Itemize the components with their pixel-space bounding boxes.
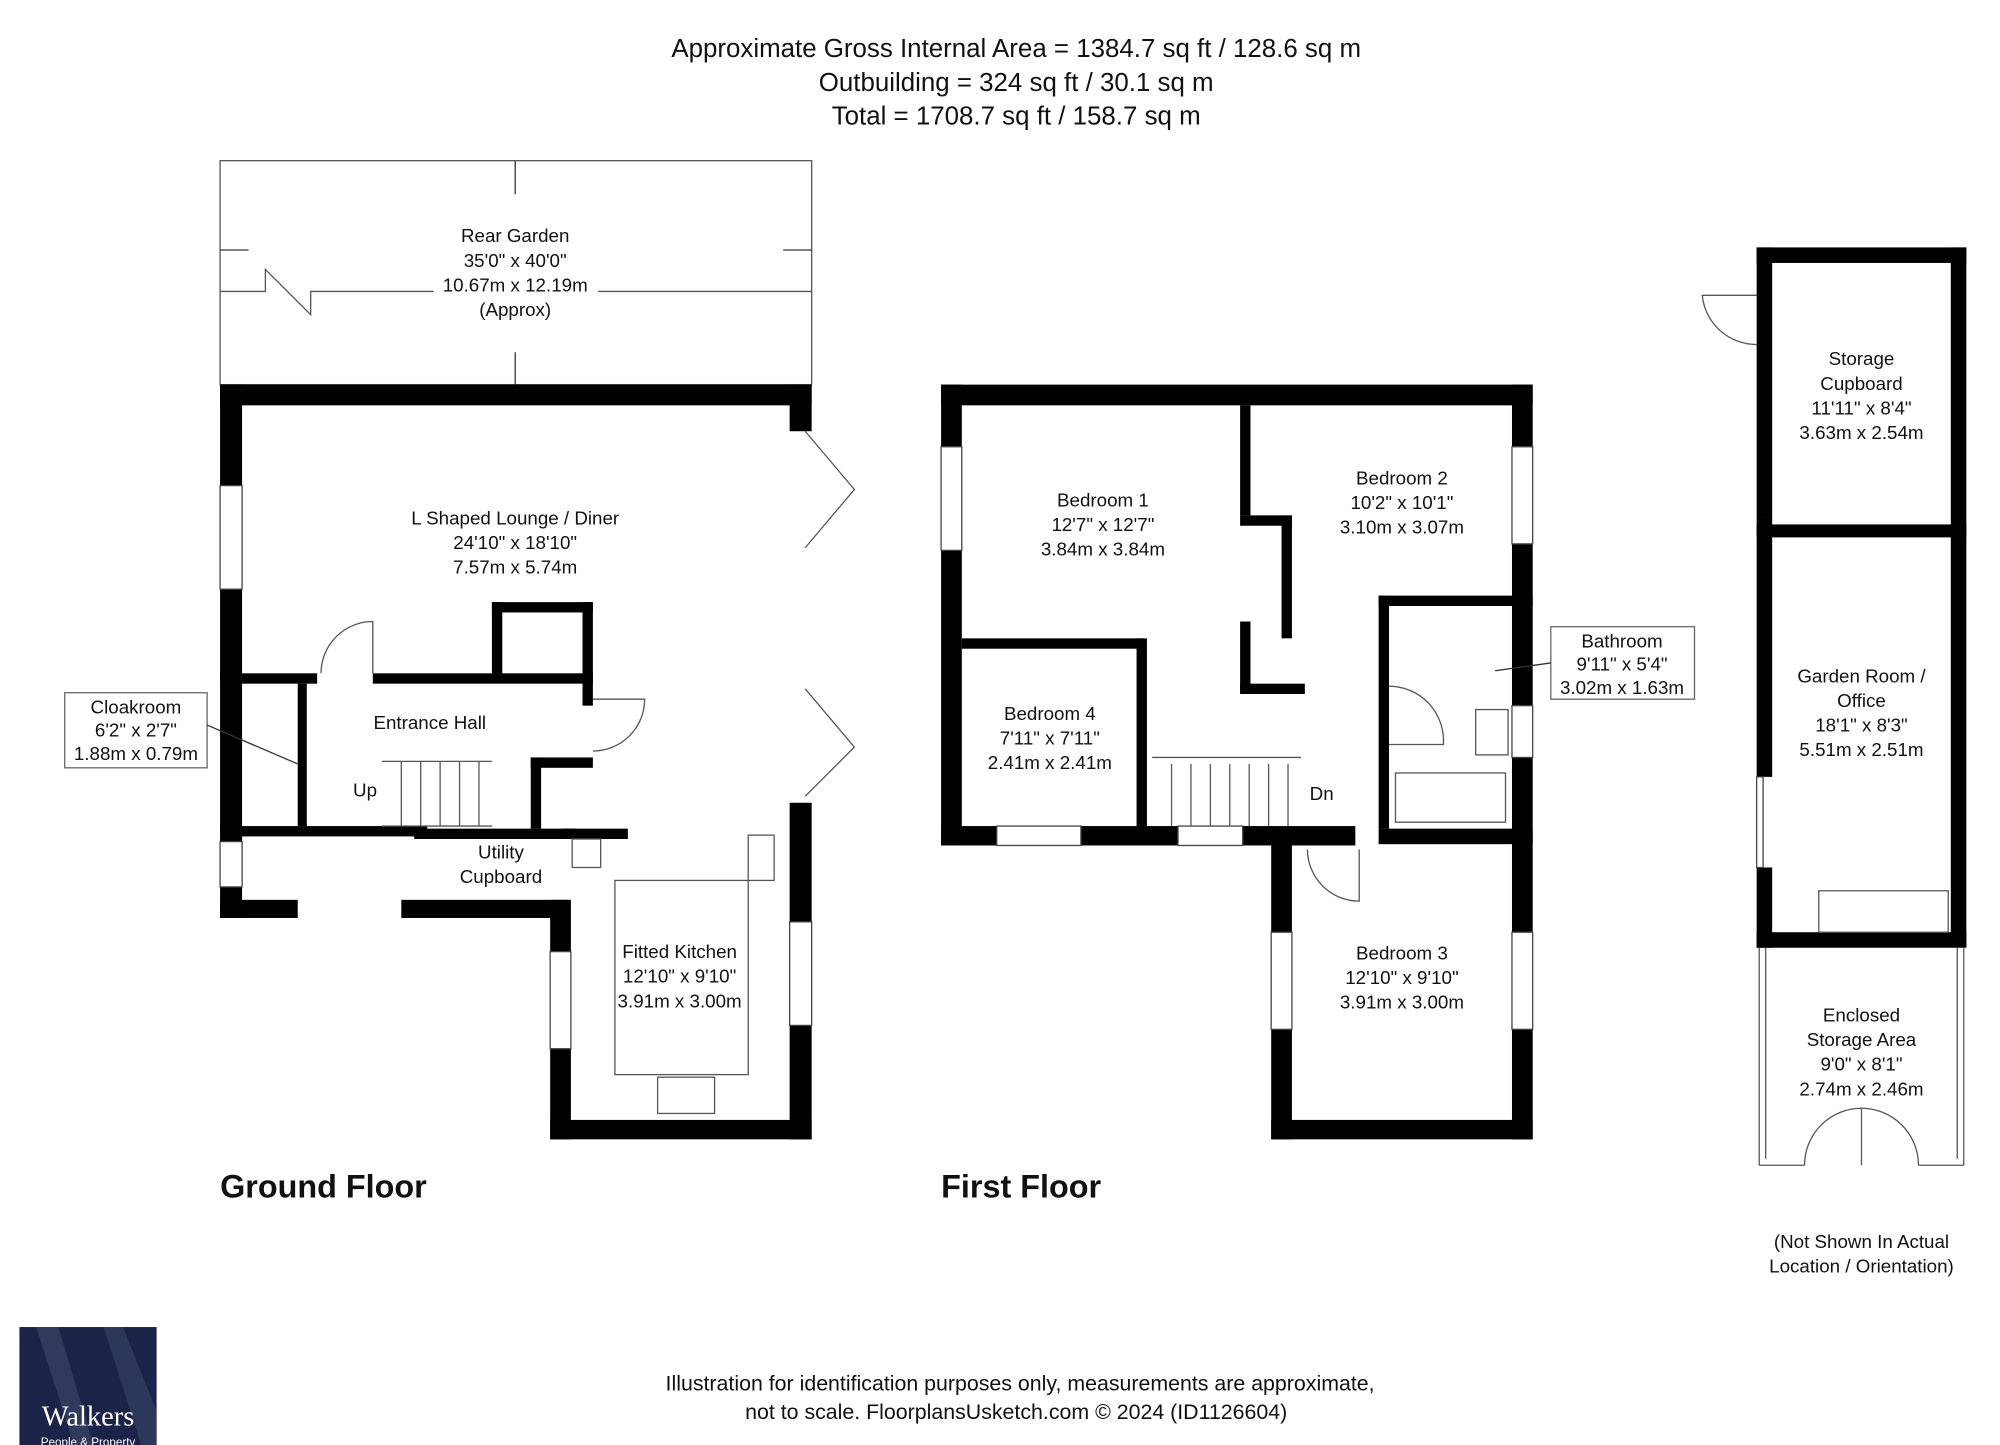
logo-name: Walkers xyxy=(42,1401,135,1432)
entrance-hall-label: Entrance Hall xyxy=(373,712,486,733)
enclosed-storage-label-2: Storage Area xyxy=(1807,1029,1917,1050)
rear-garden-outline xyxy=(219,160,813,386)
disclaimer-line-2: not to scale. FloorplansUsketch.com © 20… xyxy=(745,1400,1287,1424)
garden-room-label: Garden Room / xyxy=(1797,665,1926,686)
storage-cupboard-label: Storage xyxy=(1829,348,1895,369)
walkers-logo: Walkers People & Property xyxy=(19,1327,157,1445)
kitchen-metric: 3.91m x 3.00m xyxy=(618,990,742,1011)
bedroom3-imperial: 12'10" x 9'10" xyxy=(1345,967,1458,988)
stairs-up-label: Up xyxy=(353,779,377,800)
kitchen-label: Fitted Kitchen xyxy=(622,941,737,962)
cloakroom-label: Cloakroom xyxy=(91,696,182,717)
rear-garden-note: (Approx) xyxy=(479,299,551,320)
total-area-text: Total = 1708.7 sq ft / 158.7 sq m xyxy=(832,102,1201,130)
stairs-down-label: Dn xyxy=(1310,783,1334,804)
outbuilding-area-text: Outbuilding = 324 sq ft / 30.1 sq m xyxy=(819,69,1214,97)
bathroom-metric: 3.02m x 1.63m xyxy=(1560,677,1684,698)
cloakroom-callout: Cloakroom 6'2" x 2'7" 1.88m x 0.79m xyxy=(64,692,298,769)
rear-garden-label: Rear Garden xyxy=(461,225,569,246)
storage-cupboard-metric: 3.63m x 2.54m xyxy=(1799,422,1923,443)
bathroom-callout: Bathroom 9'11" x 5'4" 3.02m x 1.63m xyxy=(1495,626,1696,700)
cloakroom-imperial: 6'2" x 2'7" xyxy=(95,720,177,741)
outbuilding-note: (Not Shown In Actual xyxy=(1774,1231,1949,1252)
first-floor-title: First Floor xyxy=(941,1169,1101,1205)
garden-room-metric: 5.51m x 2.51m xyxy=(1799,739,1923,760)
cloakroom-metric: 1.88m x 0.79m xyxy=(74,743,198,764)
bedroom2-imperial: 10'2" x 10'1" xyxy=(1350,492,1453,513)
outbuilding-note-2: Location / Orientation) xyxy=(1769,1256,1954,1277)
bedroom4-metric: 2.41m x 2.41m xyxy=(988,752,1112,773)
storage-cupboard-imperial: 11'11" x 8'4" xyxy=(1811,397,1911,418)
lounge-metric: 7.57m x 5.74m xyxy=(453,557,577,578)
ground-floor-plan: Rear Garden 35'0" x 40'0" 10.67m x 12.19… xyxy=(64,160,856,1205)
lounge-imperial: 24'10" x 18'10" xyxy=(453,532,577,553)
rear-garden-imperial: 35'0" x 40'0" xyxy=(464,250,567,271)
outbuilding-plan: Storage Cupboard 11'11" x 8'4" 3.63m x 2… xyxy=(1701,247,1967,1277)
bedroom2-metric: 3.10m x 3.07m xyxy=(1340,517,1464,538)
bedroom4-label: Bedroom 4 xyxy=(1004,703,1096,724)
bedroom3-metric: 3.91m x 3.00m xyxy=(1340,992,1464,1013)
garden-room-imperial: 18'1" x 8'3" xyxy=(1815,715,1907,736)
enclosed-storage-imperial: 9'0" x 8'1" xyxy=(1820,1054,1902,1075)
ground-floor-title: Ground Floor xyxy=(220,1169,427,1205)
enclosed-storage-label: Enclosed xyxy=(1823,1005,1900,1026)
bedroom1-imperial: 12'7" x 12'7" xyxy=(1051,514,1154,535)
kitchen-imperial: 12'10" x 9'10" xyxy=(623,966,736,987)
bedroom1-metric: 3.84m x 3.84m xyxy=(1041,539,1165,560)
enclosed-storage-metric: 2.74m x 2.46m xyxy=(1799,1078,1923,1099)
bathroom-imperial: 9'11" x 5'4" xyxy=(1576,654,1667,675)
bedroom3-label: Bedroom 3 xyxy=(1356,942,1448,963)
garden-room-label-2: Office xyxy=(1837,690,1886,711)
rear-garden-metric: 10.67m x 12.19m xyxy=(443,274,588,295)
lounge-label: L Shaped Lounge / Diner xyxy=(411,507,619,528)
gross-area-text: Approximate Gross Internal Area = 1384.7… xyxy=(671,35,1361,63)
bedroom4-imperial: 7'11" x 7'11" xyxy=(1000,728,1100,749)
utility-label-2: Cupboard xyxy=(460,866,542,887)
bathroom-label: Bathroom xyxy=(1581,630,1662,651)
utility-label: Utility xyxy=(478,841,524,862)
bedroom1-label: Bedroom 1 xyxy=(1057,489,1149,510)
storage-cupboard-label-2: Cupboard xyxy=(1820,373,1902,394)
first-floor-plan: Bedroom 1 12'7" x 12'7" 3.84m x 3.84m Be… xyxy=(940,384,1696,1205)
disclaimer-line-1: Illustration for identification purposes… xyxy=(666,1371,1375,1395)
bedroom2-label: Bedroom 2 xyxy=(1356,467,1448,488)
logo-tagline: People & Property xyxy=(41,1436,136,1445)
